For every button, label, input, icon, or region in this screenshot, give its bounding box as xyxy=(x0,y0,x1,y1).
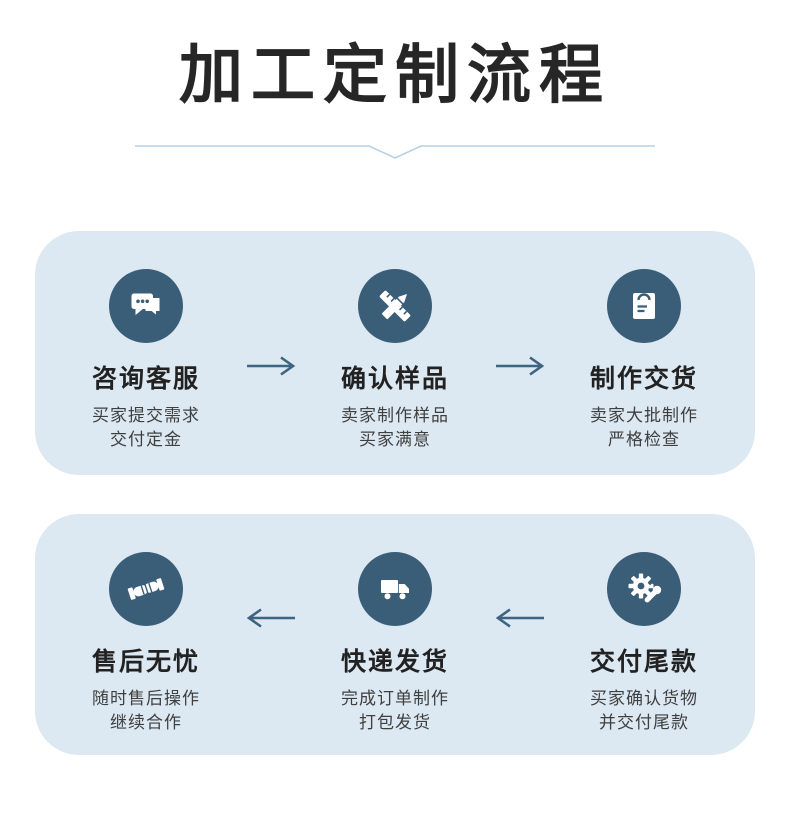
title-divider xyxy=(135,145,655,159)
step-subtext: 卖家制作样品 买家满意 xyxy=(341,404,449,451)
step-subtext: 卖家大批制作 严格检查 xyxy=(590,404,698,451)
step-subtext-line2: 买家满意 xyxy=(359,429,431,449)
truck-icon xyxy=(358,552,432,626)
step-payment: 交付尾款 买家确认货物 并交付尾款 xyxy=(549,552,739,755)
process-card-bottom: 售后无忧 随时售后操作 继续合作 快递发货 完成订单制作 打包发货 xyxy=(35,514,755,755)
step-subtext: 买家确认货物 并交付尾款 xyxy=(590,687,698,734)
step-subtext-line2: 严格检查 xyxy=(608,429,680,449)
step-production: 制作交货 卖家大批制作 严格检查 xyxy=(549,269,739,475)
step-subtext: 随时售后操作 继续合作 xyxy=(92,687,200,734)
step-shipping: 快递发货 完成订单制作 打包发货 xyxy=(300,552,490,755)
step-consult: 咨询客服 买家提交需求 交付定金 xyxy=(51,269,241,475)
step-subtext-line1: 卖家大批制作 xyxy=(590,406,698,425)
step-title: 售后无忧 xyxy=(91,648,200,676)
order-bag-icon xyxy=(607,269,681,343)
step-subtext-line1: 买家提交需求 xyxy=(92,406,200,425)
step-subtext: 买家提交需求 交付定金 xyxy=(92,404,200,451)
step-subtext-line2: 并交付尾款 xyxy=(599,712,689,732)
step-sample: 确认样品 卖家制作样品 买家满意 xyxy=(300,269,490,475)
step-title: 咨询客服 xyxy=(91,365,200,393)
step-subtext-line1: 完成订单制作 xyxy=(341,689,449,708)
step-subtext-line1: 卖家制作样品 xyxy=(341,406,449,425)
step-subtext-line2: 交付定金 xyxy=(110,429,182,449)
step-subtext-line2: 打包发货 xyxy=(359,712,431,732)
arrow-left-icon xyxy=(494,605,546,631)
step-aftersale: 售后无忧 随时售后操作 继续合作 xyxy=(51,552,241,755)
handshake-icon xyxy=(109,552,183,626)
gear-wrench-icon xyxy=(607,552,681,626)
step-subtext-line1: 随时售后操作 xyxy=(92,689,200,708)
process-card-top: 咨询客服 买家提交需求 交付定金 确认样品 xyxy=(35,231,755,475)
step-subtext: 完成订单制作 打包发货 xyxy=(341,687,449,734)
step-title: 确认样品 xyxy=(340,365,449,393)
chat-icon xyxy=(109,269,183,343)
pencil-ruler-icon xyxy=(358,269,432,343)
arrow-right-icon xyxy=(245,353,297,379)
step-title: 快递发货 xyxy=(340,648,449,676)
step-title: 制作交货 xyxy=(589,365,698,393)
arrow-left-icon xyxy=(245,605,297,631)
page-title: 加工定制流程 xyxy=(179,39,611,111)
arrow-right-icon xyxy=(494,353,546,379)
step-title: 交付尾款 xyxy=(589,648,698,676)
step-subtext-line2: 继续合作 xyxy=(110,712,182,732)
step-subtext-line1: 买家确认货物 xyxy=(590,689,698,708)
